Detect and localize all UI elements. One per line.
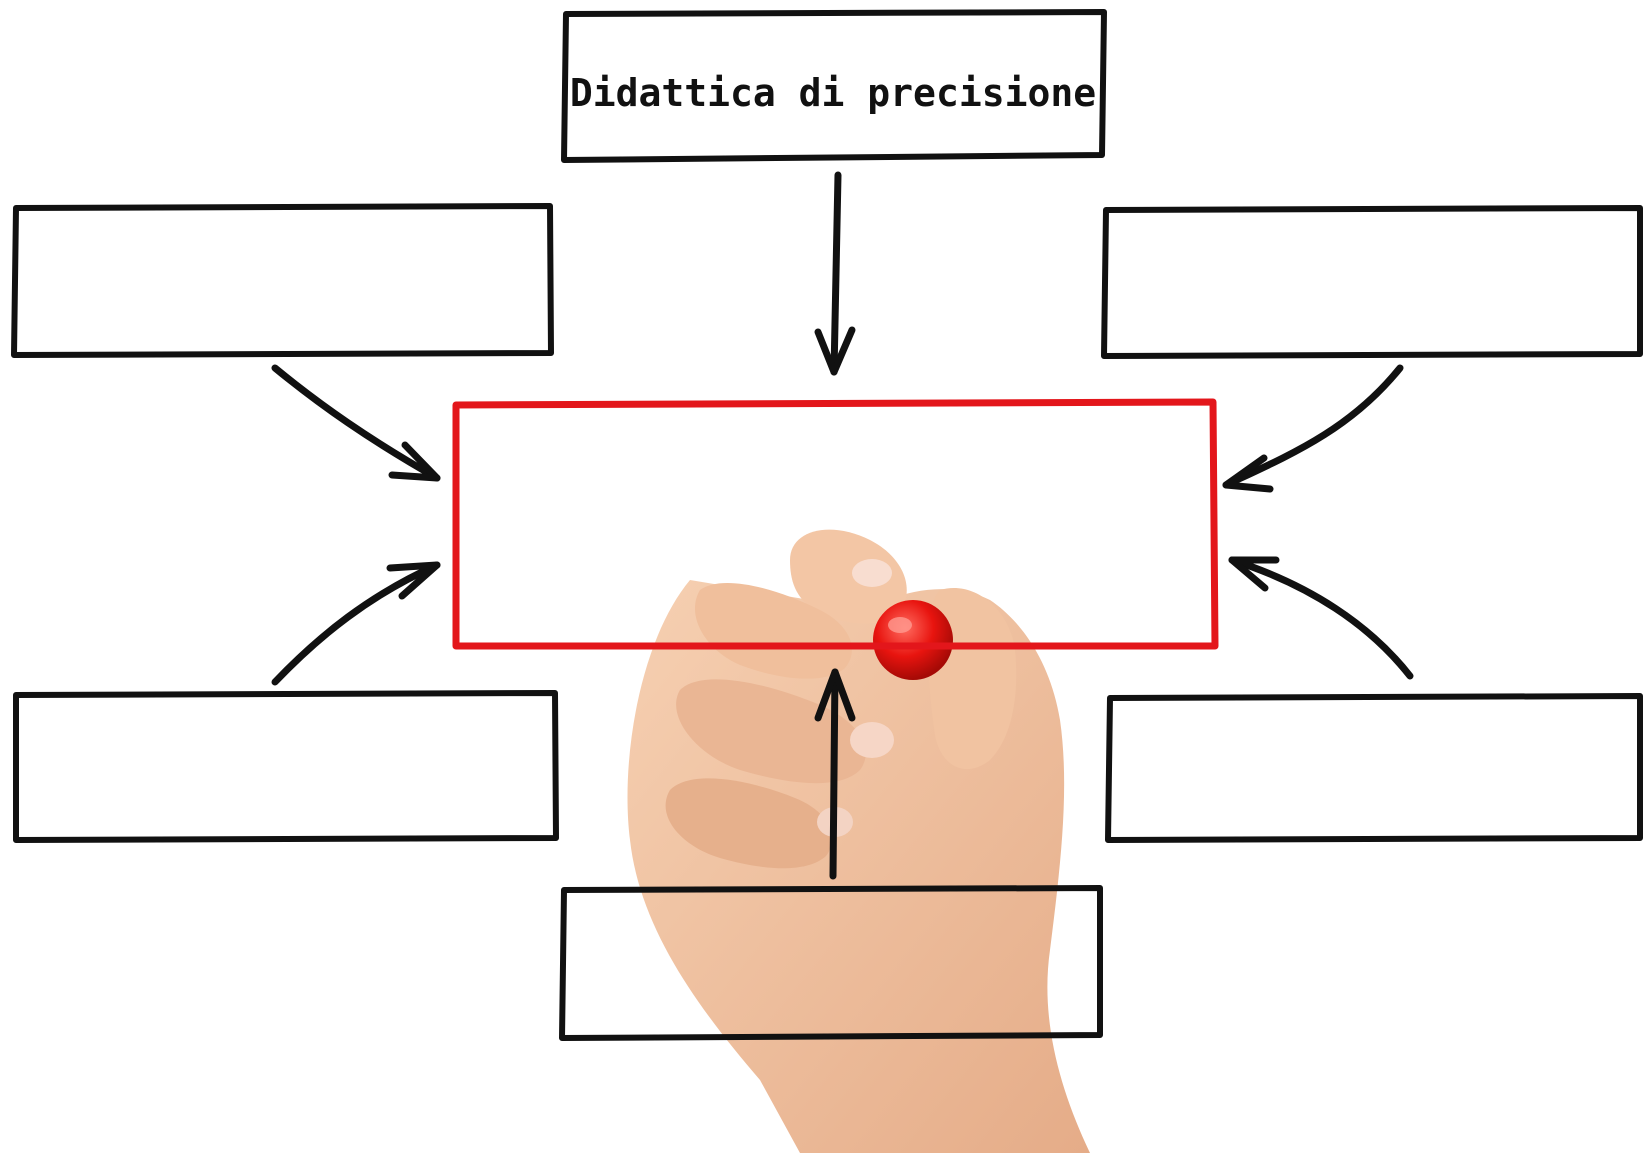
right-bottom-box bbox=[1105, 693, 1643, 843]
hand-palm bbox=[627, 580, 1090, 1153]
ring-fingernail bbox=[850, 722, 894, 758]
right-top-box bbox=[1101, 205, 1643, 359]
hand-little-finger bbox=[665, 778, 833, 869]
index-fingernail bbox=[852, 559, 892, 587]
arrows bbox=[271, 171, 1414, 880]
arrow-right-top-to-center bbox=[1222, 364, 1404, 493]
top-box-label: Didattica di precisione bbox=[570, 71, 1096, 115]
red-marker-icon bbox=[873, 600, 953, 680]
left-top-box-outline bbox=[11, 203, 554, 358]
hand-ring-finger bbox=[676, 679, 866, 784]
left-top-box bbox=[11, 203, 554, 358]
left-bottom-box-outline bbox=[13, 690, 559, 843]
right-bottom-box-outline bbox=[1105, 693, 1643, 843]
arrow-left-bottom-to-center bbox=[271, 561, 441, 686]
center-box bbox=[452, 398, 1219, 650]
hand-index-finger bbox=[790, 529, 907, 624]
center-box-outline bbox=[452, 398, 1219, 650]
bottom-box bbox=[559, 885, 1103, 1041]
arrow-bottom-to-center bbox=[814, 668, 856, 880]
left-bottom-box bbox=[13, 690, 559, 843]
arrow-top-to-center bbox=[814, 171, 856, 376]
bottom-box-outline bbox=[559, 885, 1103, 1041]
arrow-left-top-to-center bbox=[271, 364, 441, 482]
hand-holding-marker-icon bbox=[627, 529, 1090, 1153]
arrow-right-bottom-to-center bbox=[1228, 556, 1414, 680]
right-top-box-outline bbox=[1101, 205, 1643, 359]
hand-middle-finger bbox=[694, 582, 852, 679]
marker-highlight bbox=[888, 617, 912, 633]
top-box: Didattica di precisione bbox=[561, 9, 1107, 163]
top-box-outline bbox=[561, 9, 1107, 163]
